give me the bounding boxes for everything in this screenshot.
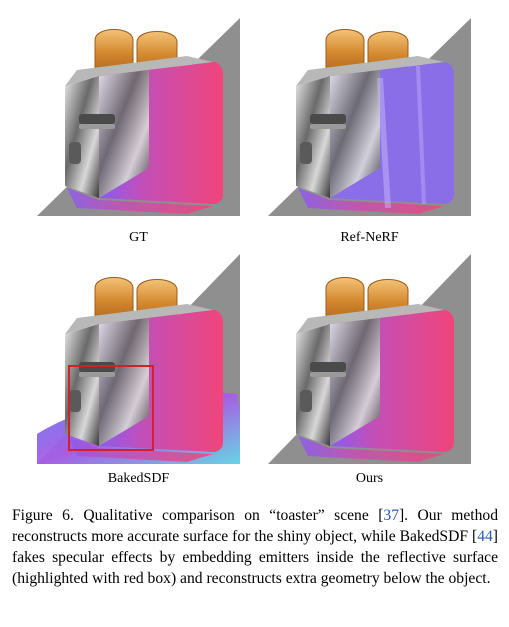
panel-gt <box>37 18 240 216</box>
citation-link-37[interactable]: 37 <box>383 507 399 524</box>
caption-text-1: Qualitative comparison on “toaster” scen… <box>83 507 384 524</box>
toaster-render-gt <box>37 18 240 216</box>
figure-label: Figure 6. <box>12 507 74 524</box>
toaster-render-ours <box>268 254 471 464</box>
panel-refnerf <box>268 18 471 216</box>
figure-caption: Figure 6. Qualitative comparison on “toa… <box>12 505 498 589</box>
caption-text-3: ] fakes specular effects by embedding em… <box>12 528 498 587</box>
toaster-render-refnerf <box>268 18 471 216</box>
panel-label-gt: GT <box>129 230 148 245</box>
toaster-render-bakedsdf <box>37 254 240 464</box>
panel-label-refnerf: Ref-NeRF <box>340 230 399 245</box>
panel-bakedsdf <box>37 254 240 464</box>
panel-label-bakedsdf: BakedSDF <box>107 471 170 486</box>
panel-label-ours: Ours <box>355 471 384 486</box>
citation-link-44[interactable]: 44 <box>477 528 493 545</box>
caption-text-2: ]. Our method reconstructs more accurate… <box>12 507 498 545</box>
panel-ours <box>268 254 471 464</box>
